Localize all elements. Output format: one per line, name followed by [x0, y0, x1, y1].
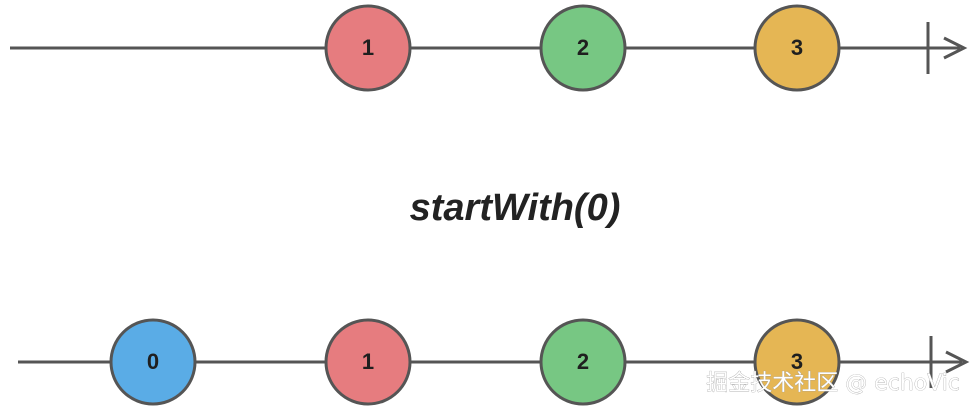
output-timeline: 0 1 2 3	[18, 318, 970, 406]
output-marble-0: 0	[109, 318, 197, 406]
output-marble-3: 3	[753, 318, 841, 406]
input-timeline: 1 2 3	[10, 4, 968, 92]
operator-label: startWith(0)	[410, 187, 621, 229]
output-marble-3-label: 3	[791, 349, 803, 374]
output-marble-2-label: 2	[577, 349, 589, 374]
input-marble-1-label: 1	[362, 35, 374, 60]
output-marble-1: 1	[324, 318, 412, 406]
output-marble-1-label: 1	[362, 349, 374, 374]
input-timeline-arrowhead	[943, 36, 968, 60]
input-marble-3: 3	[753, 4, 841, 92]
output-timeline-arrowhead	[945, 350, 970, 374]
input-marble-2: 2	[539, 4, 627, 92]
watermark-text: 掘金技术社区 @ echoVic	[706, 371, 960, 396]
input-marble-2-label: 2	[577, 35, 589, 60]
input-marble-1: 1	[324, 4, 412, 92]
output-marble-0-label: 0	[147, 349, 159, 374]
input-marble-3-label: 3	[791, 35, 803, 60]
output-marble-2: 2	[539, 318, 627, 406]
